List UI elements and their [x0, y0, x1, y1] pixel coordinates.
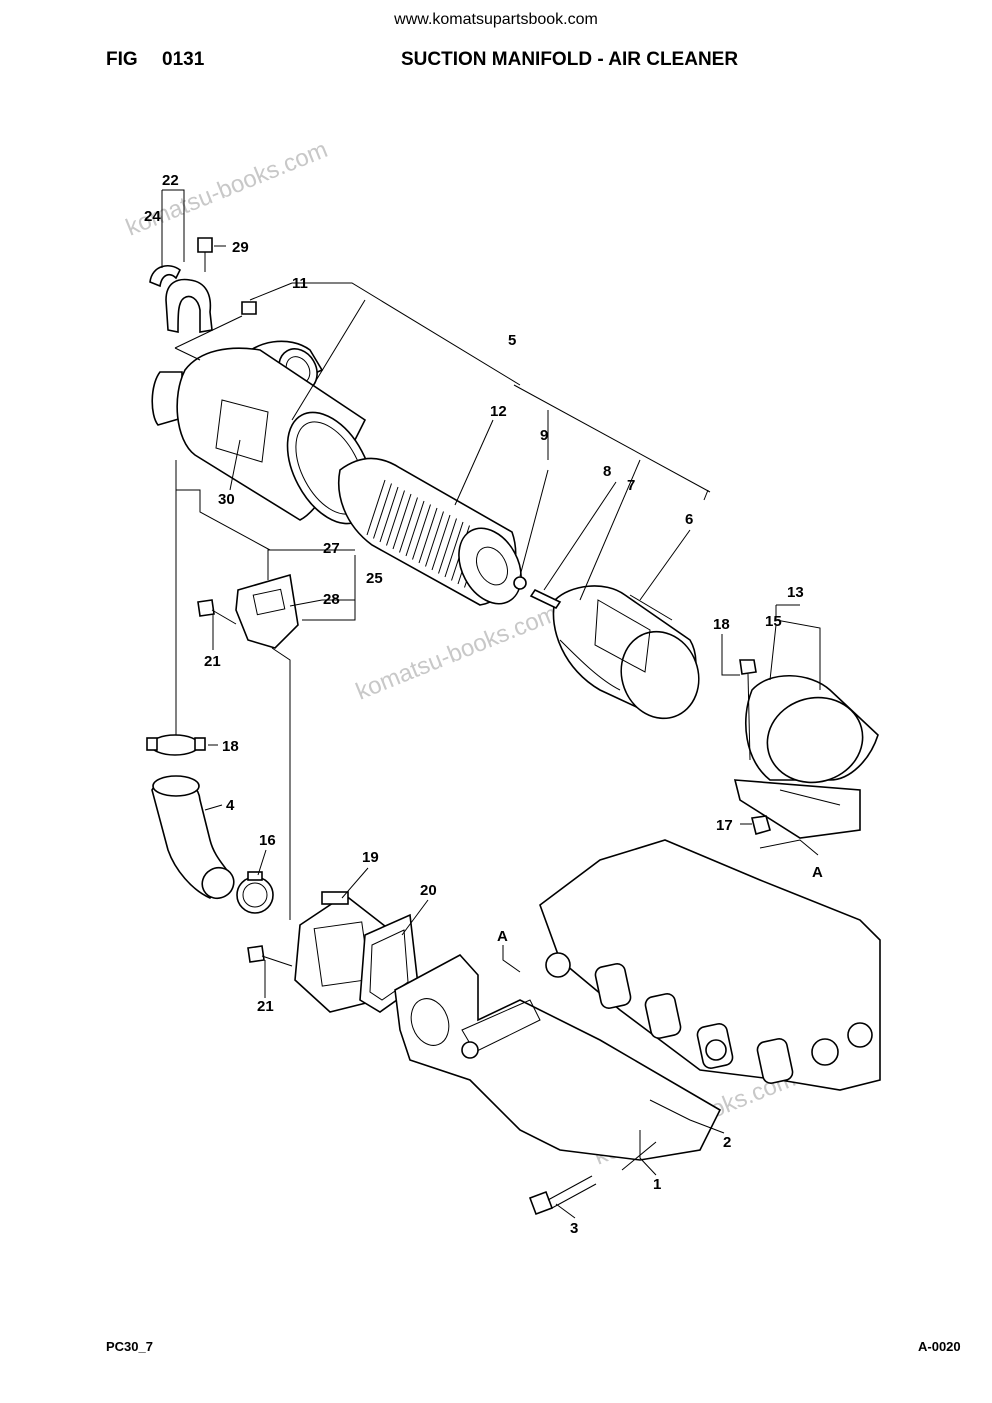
filter-element: [338, 457, 522, 606]
callout-29: 29: [232, 239, 249, 256]
intake-hose-4: [151, 775, 235, 900]
callout-11: 11: [292, 275, 308, 292]
callout-8: 8: [603, 463, 611, 480]
callout-27: 27: [323, 540, 340, 557]
clamp-assembly: [149, 237, 257, 333]
callout-25: 25: [366, 570, 383, 587]
callout-labels: 22 24 29 11 5 12 9 8 7 6 30 27 25 28 21 …: [144, 172, 823, 1237]
bolt-21-lower: [247, 945, 293, 967]
bolt-17: [751, 815, 771, 835]
callout-2: 2: [723, 1134, 731, 1151]
callout-18-right: 18: [713, 616, 730, 633]
watermark: komatsu-books.com: [352, 600, 561, 705]
callout-13: 13: [787, 584, 804, 601]
callout-21-lower: 21: [257, 998, 274, 1015]
bolt-18-right: [739, 659, 757, 761]
callout-4: 4: [226, 797, 235, 814]
callout-3: 3: [570, 1220, 578, 1237]
callout-30: 30: [218, 491, 235, 508]
callout-7: 7: [627, 477, 635, 494]
evacuator-valve: [513, 576, 562, 610]
stud-1: [621, 1141, 657, 1171]
mounting-band: [733, 674, 879, 839]
website-url: www.komatsupartsbook.com: [394, 11, 598, 28]
dust-cup: [552, 585, 700, 720]
watermark: komatsu-books.com: [122, 136, 331, 241]
ref-a-left: A: [497, 928, 508, 945]
callout-19: 19: [362, 849, 379, 866]
bolt-3: [528, 1175, 597, 1216]
bolt-21-upper: [197, 599, 237, 625]
callout-12: 12: [490, 403, 507, 420]
callout-16: 16: [259, 832, 276, 849]
callout-20: 20: [420, 882, 437, 899]
figure-label: FIG: [106, 49, 138, 70]
bracket-25: [235, 573, 299, 649]
page-code: A-0020: [918, 1339, 961, 1354]
hose-clamp-16: [236, 871, 274, 914]
hose-clamp-18: [146, 734, 206, 756]
model-code: PC30_7: [106, 1339, 153, 1354]
callout-6: 6: [685, 511, 693, 528]
callout-21-upper: 21: [204, 653, 221, 670]
callout-22: 22: [162, 172, 179, 189]
callout-18-left: 18: [222, 738, 239, 755]
callout-15: 15: [765, 613, 782, 630]
callout-17: 17: [716, 817, 733, 834]
callout-5: 5: [508, 332, 516, 349]
figure-number: 0131: [162, 49, 205, 70]
callout-24: 24: [144, 208, 161, 225]
intake-manifold-2: [394, 953, 722, 1161]
ref-a-right: A: [812, 864, 823, 881]
callout-9: 9: [540, 427, 548, 444]
callout-1: 1: [653, 1176, 661, 1193]
callout-28: 28: [323, 591, 340, 608]
cylinder-head: [539, 839, 881, 1091]
leader-lines: [161, 189, 821, 1219]
page-title: SUCTION MANIFOLD - AIR CLEANER: [401, 49, 739, 70]
